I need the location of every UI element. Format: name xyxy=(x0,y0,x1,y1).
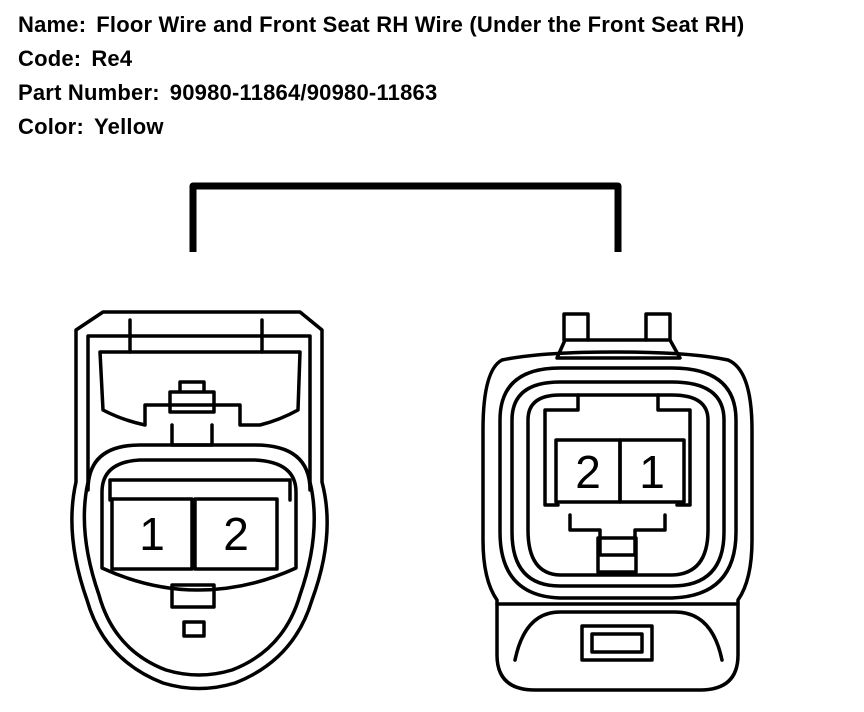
right-latch-slot xyxy=(580,624,654,662)
left-key-notch xyxy=(182,620,206,638)
right-top-strip xyxy=(555,338,682,360)
left-lock-housing xyxy=(98,350,302,427)
right-pin-box-1 xyxy=(618,438,686,504)
left-lock-tab xyxy=(168,380,216,414)
part-number-label: Part Number: xyxy=(18,80,160,105)
name-line: Name: Floor Wire and Front Seat RH Wire (… xyxy=(18,8,744,42)
right-connector-ring-inner xyxy=(510,380,726,588)
left-key-slot xyxy=(170,583,216,609)
right-pin-label-1: 1 xyxy=(639,446,665,498)
code-line: Code: Re4 xyxy=(18,42,744,76)
connection-bracket xyxy=(189,182,622,252)
right-center-tab xyxy=(596,536,638,574)
code-label: Code: xyxy=(18,46,82,71)
left-cavity xyxy=(100,458,298,592)
color-label: Color: xyxy=(18,114,84,139)
name-label: Name: xyxy=(18,12,87,37)
color-line: Color: Yellow xyxy=(18,110,744,144)
right-key-top xyxy=(543,393,692,507)
right-connector xyxy=(481,312,754,692)
left-connector-inner-outline xyxy=(82,334,316,677)
left-cavity-outer xyxy=(86,443,312,492)
left-top-rib xyxy=(128,318,264,354)
color-value: Yellow xyxy=(93,114,164,139)
part-number-line: Part Number: 90980-11864/90980-11863 xyxy=(18,76,744,110)
right-latch-recess xyxy=(513,610,724,662)
left-connector xyxy=(70,310,329,691)
right-inner-housing xyxy=(526,393,710,577)
left-pin-label-1: 1 xyxy=(139,508,165,560)
left-connector-outline xyxy=(70,310,329,691)
right-latch-slot-inner xyxy=(590,632,644,654)
left-lock-stem xyxy=(170,423,214,447)
right-connector-outline xyxy=(481,350,754,692)
left-pin-label-2: 2 xyxy=(223,508,249,560)
connector-info: Name: Floor Wire and Front Seat RH Wire (… xyxy=(18,8,744,144)
right-key-bottom xyxy=(568,513,667,557)
right-top-tabs xyxy=(562,312,672,342)
left-pin-box-2 xyxy=(193,497,279,571)
right-connector-ring xyxy=(498,366,738,600)
right-pin-label-2: 2 xyxy=(575,446,601,498)
name-value: Floor Wire and Front Seat RH Wire (Under… xyxy=(96,12,745,37)
code-value: Re4 xyxy=(91,46,133,71)
left-cavity-ledge xyxy=(108,478,292,502)
part-number-value: 90980-11864/90980-11863 xyxy=(169,80,438,105)
left-pin-box-1 xyxy=(110,497,194,571)
